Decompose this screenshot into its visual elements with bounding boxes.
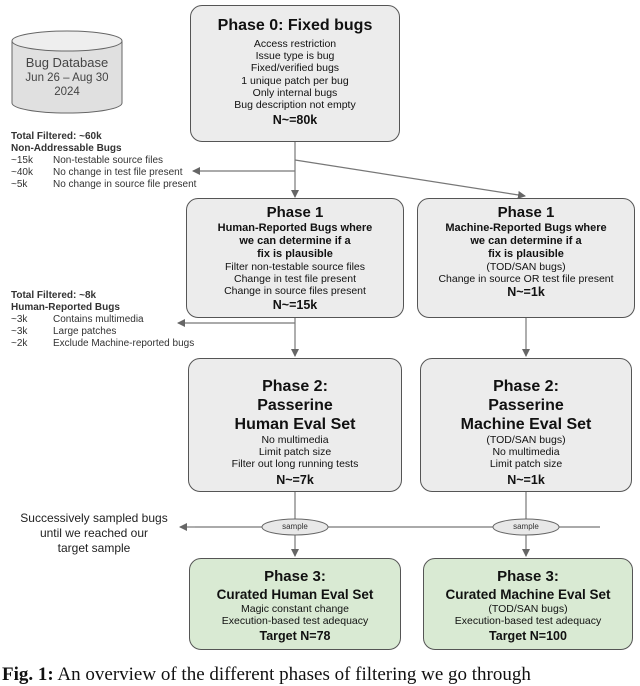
phase3-machine-line: Execution-based test adequacy xyxy=(454,615,602,628)
phase1-machine-subtitle: we can determine if a xyxy=(470,235,582,247)
phase2-machine-box: Phase 2: Passerine Machine Eval Set (TOD… xyxy=(420,358,632,492)
phase0-title: Phase 0: Fixed bugs xyxy=(217,17,373,34)
filtered0-row: ~40k No change in test file present xyxy=(11,167,221,179)
filtered1-row-label: Large patches xyxy=(53,326,117,337)
phase2-machine-title: Passerine xyxy=(488,397,564,414)
phase3-human-target: Target N=78 xyxy=(259,629,331,644)
bug-database: Bug Database Jun 26 – Aug 30 2024 xyxy=(12,55,122,99)
sampling-note: Successively sampled bugs until we reach… xyxy=(4,511,184,556)
bug-database-year: 2024 xyxy=(54,86,80,98)
filtered0-row-count: ~40k xyxy=(11,167,33,178)
phase0-line: Fixed/verified bugs xyxy=(250,62,340,75)
sample-label-left: sample xyxy=(282,522,308,531)
filtered0-row-count: ~5k xyxy=(11,179,28,190)
phase1-human-subtitle: we can determine if a xyxy=(239,235,351,247)
phase2-machine-line: Limit patch size xyxy=(489,458,563,471)
phase1-human-title: Phase 1 xyxy=(266,204,324,221)
phase2-human-line: No multimedia xyxy=(261,434,329,446)
phase0-line: 1 unique patch per bug xyxy=(241,74,349,87)
filtered0-row-count: ~15k xyxy=(11,155,33,166)
phase1-human-subtitle: Human-Reported Bugs where xyxy=(217,222,373,234)
filtered0-note: Total Filtered: ~60k Non-Addressable Bug… xyxy=(11,131,221,191)
phase0-line: Only internal bugs xyxy=(252,86,338,99)
sampling-note-line: target sample xyxy=(57,541,131,555)
phase1-human-line: Change in source files present xyxy=(224,285,366,298)
filtered1-row-count: ~2k xyxy=(11,338,28,349)
phase3-human-box: Phase 3: Curated Human Eval Set Magic co… xyxy=(189,558,401,650)
filtered0-total: Total Filtered: ~60k xyxy=(11,131,102,142)
caption-label: Fig. 1: xyxy=(2,664,54,685)
phase2-machine-title: Machine Eval Set xyxy=(460,416,592,433)
filtered0-row-label: No change in test file present xyxy=(53,167,183,178)
phase3-human-line: Execution-based test adequacy xyxy=(221,615,369,628)
filtered1-heading: Human-Reported Bugs xyxy=(11,302,120,313)
filtered0-row-label: Non-testable source files xyxy=(53,155,164,166)
phase2-human-box: Phase 2: Passerine Human Eval Set No mul… xyxy=(188,358,402,492)
filtered0-row: ~5k No change in source file present xyxy=(11,179,221,191)
phase1-machine-count: N~=1k xyxy=(507,285,545,300)
phase1-human-line: Change in test file present xyxy=(234,273,356,286)
phase2-human-line: Limit patch size xyxy=(258,446,332,459)
filtered1-row-count: ~3k xyxy=(11,314,28,325)
arrow-phase0-to-phase1-machine xyxy=(294,159,526,199)
phase1-machine-subtitle: fix is plausible xyxy=(488,248,564,260)
filtered1-row-count: ~3k xyxy=(11,326,28,337)
phase2-human-title: Human Eval Set xyxy=(234,416,356,433)
figure-caption: Fig. 1: An overview of the different pha… xyxy=(2,664,531,686)
phase3-machine-target: Target N=100 xyxy=(489,629,567,644)
phase2-human-title: Passerine xyxy=(257,397,333,414)
filtered1-row-label: Contains multimedia xyxy=(53,314,144,325)
phase2-human-count: N~=7k xyxy=(276,472,314,487)
phase0-line: Bug description not empty xyxy=(234,99,356,112)
phase2-human-title: Phase 2: xyxy=(262,378,328,395)
filtered0-heading: Non-Addressable Bugs xyxy=(11,143,122,154)
phase0-box: Phase 0: Fixed bugs Access restriction I… xyxy=(190,5,400,142)
phase3-machine-title: Curated Machine Eval Set xyxy=(445,587,611,602)
sample-label-right: sample xyxy=(513,522,539,531)
filtered1-row: ~2k Exclude Machine-reported bugs xyxy=(11,338,226,350)
filtered1-note: Total Filtered: ~8k Human-Reported Bugs … xyxy=(11,290,226,350)
phase1-machine-title: Phase 1 xyxy=(497,204,555,221)
phase3-human-line: Magic constant change xyxy=(241,603,349,615)
filtered1-total: Total Filtered: ~8k xyxy=(11,290,97,301)
database-cylinder-icon xyxy=(11,30,123,114)
phase1-human-count: N~=15k xyxy=(272,297,318,312)
phase3-machine-line: (TOD/SAN bugs) xyxy=(488,603,568,615)
filtered0-row-label: No change in source file present xyxy=(53,179,197,190)
filtered1-row-label: Exclude Machine-reported bugs xyxy=(53,338,195,349)
phase1-human-line: Filter non-testable source files xyxy=(224,261,366,273)
phase2-machine-line: No multimedia xyxy=(492,446,560,459)
bug-database-title: Bug Database xyxy=(25,55,109,70)
phase1-human-box: Phase 1 Human-Reported Bugs where we can… xyxy=(186,198,404,318)
phase1-machine-line: (TOD/SAN bugs) xyxy=(486,261,566,273)
phase2-machine-title: Phase 2: xyxy=(493,378,559,395)
filtered1-row: ~3k Large patches xyxy=(11,326,226,338)
phase3-machine-title: Phase 3: xyxy=(497,568,559,585)
sample-node-left xyxy=(261,518,329,536)
sample-node-right xyxy=(492,518,560,536)
phase3-machine-box: Phase 3: Curated Machine Eval Set (TOD/S… xyxy=(423,558,633,650)
filtered1-row: ~3k Contains multimedia xyxy=(11,314,226,326)
bug-database-dates: Jun 26 – Aug 30 xyxy=(25,72,109,84)
phase1-machine-box: Phase 1 Machine-Reported Bugs where we c… xyxy=(417,198,635,318)
phase0-line: Issue type is bug xyxy=(255,50,335,63)
phase3-human-title: Phase 3: xyxy=(264,568,326,585)
caption-text: An overview of the different phases of f… xyxy=(53,664,531,685)
phase2-human-line: Filter out long running tests xyxy=(231,458,359,471)
phase0-count: N~=80k xyxy=(272,113,318,128)
sampling-note-line: Successively sampled bugs xyxy=(20,511,168,525)
phase2-machine-line: (TOD/SAN bugs) xyxy=(486,434,566,446)
filtered0-row: ~15k Non-testable source files xyxy=(11,155,221,167)
sampling-note-line: until we reached our xyxy=(39,526,149,540)
phase2-machine-count: N~=1k xyxy=(507,472,545,487)
phase0-line: Access restriction xyxy=(253,38,337,50)
phase1-human-subtitle: fix is plausible xyxy=(257,248,333,260)
phase1-machine-line: Change in source OR test file present xyxy=(438,273,614,286)
phase3-human-title: Curated Human Eval Set xyxy=(216,587,374,602)
phase1-machine-subtitle: Machine-Reported Bugs where xyxy=(445,222,607,234)
